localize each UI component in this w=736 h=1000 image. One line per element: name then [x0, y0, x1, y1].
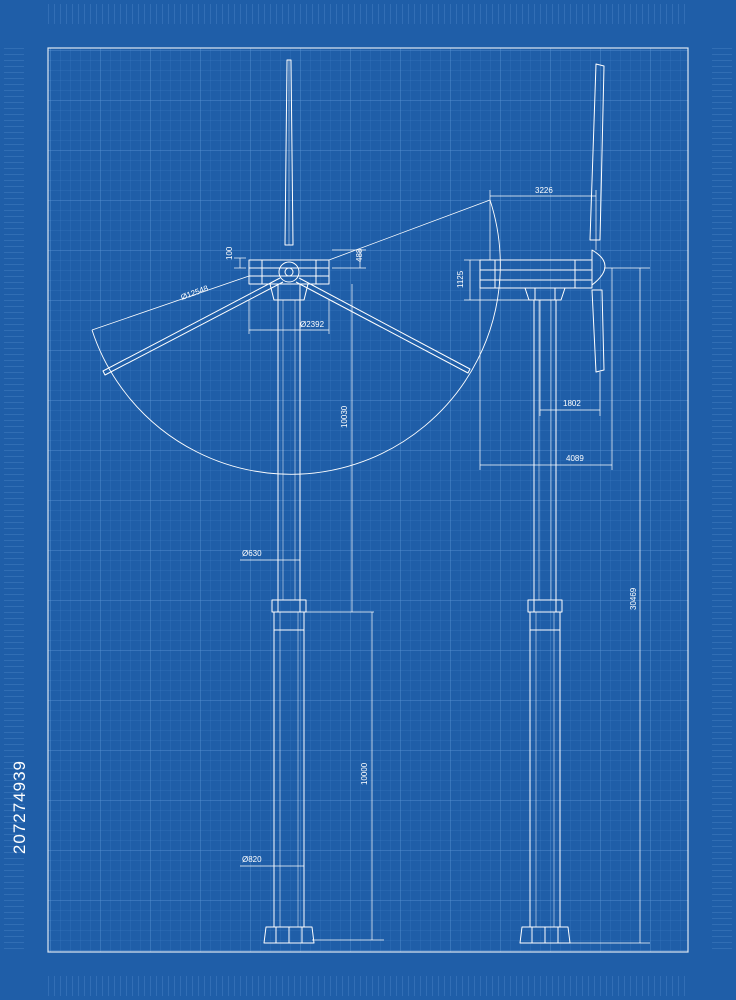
drawing-grid-major — [48, 48, 688, 952]
dim-hub-diameter: Ø2392 — [300, 320, 325, 329]
front-blade-left — [102, 277, 284, 376]
side-blade-lower — [591, 289, 605, 373]
drawing-border — [47, 47, 689, 953]
stock-id-label: 207274939 — [10, 760, 29, 855]
side-dimension-lines — [464, 190, 650, 944]
front-blade-vertical — [284, 59, 294, 246]
dim-hub-offset: 100 — [225, 246, 234, 260]
side-blade-upper — [589, 63, 605, 241]
dim-nacelle-height-side: 1125 — [456, 270, 465, 288]
dim-nacelle-length-top: 3226 — [535, 186, 553, 195]
dim-upper-tower-height: 10030 — [340, 405, 349, 428]
dim-nacelle-height-front: 488 — [355, 248, 364, 262]
dim-lower-tower-diameter: Ø820 — [242, 855, 262, 864]
dim-lower-tower-height: 10000 — [360, 762, 369, 785]
front-view-turbine — [102, 59, 471, 944]
dim-total-height: 30469 — [629, 587, 638, 610]
side-view-turbine — [479, 63, 606, 944]
front-dimension-lines — [234, 249, 384, 941]
dim-nacelle-overall-length: 4089 — [566, 454, 584, 463]
front-base — [263, 926, 315, 944]
dim-upper-tower-diameter: Ø630 — [242, 549, 262, 558]
front-blade-right — [295, 277, 471, 374]
rotor-sweep-arc — [91, 199, 501, 475]
front-hub — [278, 261, 300, 283]
dim-blade-offset: 1802 — [563, 399, 581, 408]
frame-rulers — [4, 4, 732, 996]
rotor-diameter-leader-left — [91, 275, 250, 331]
